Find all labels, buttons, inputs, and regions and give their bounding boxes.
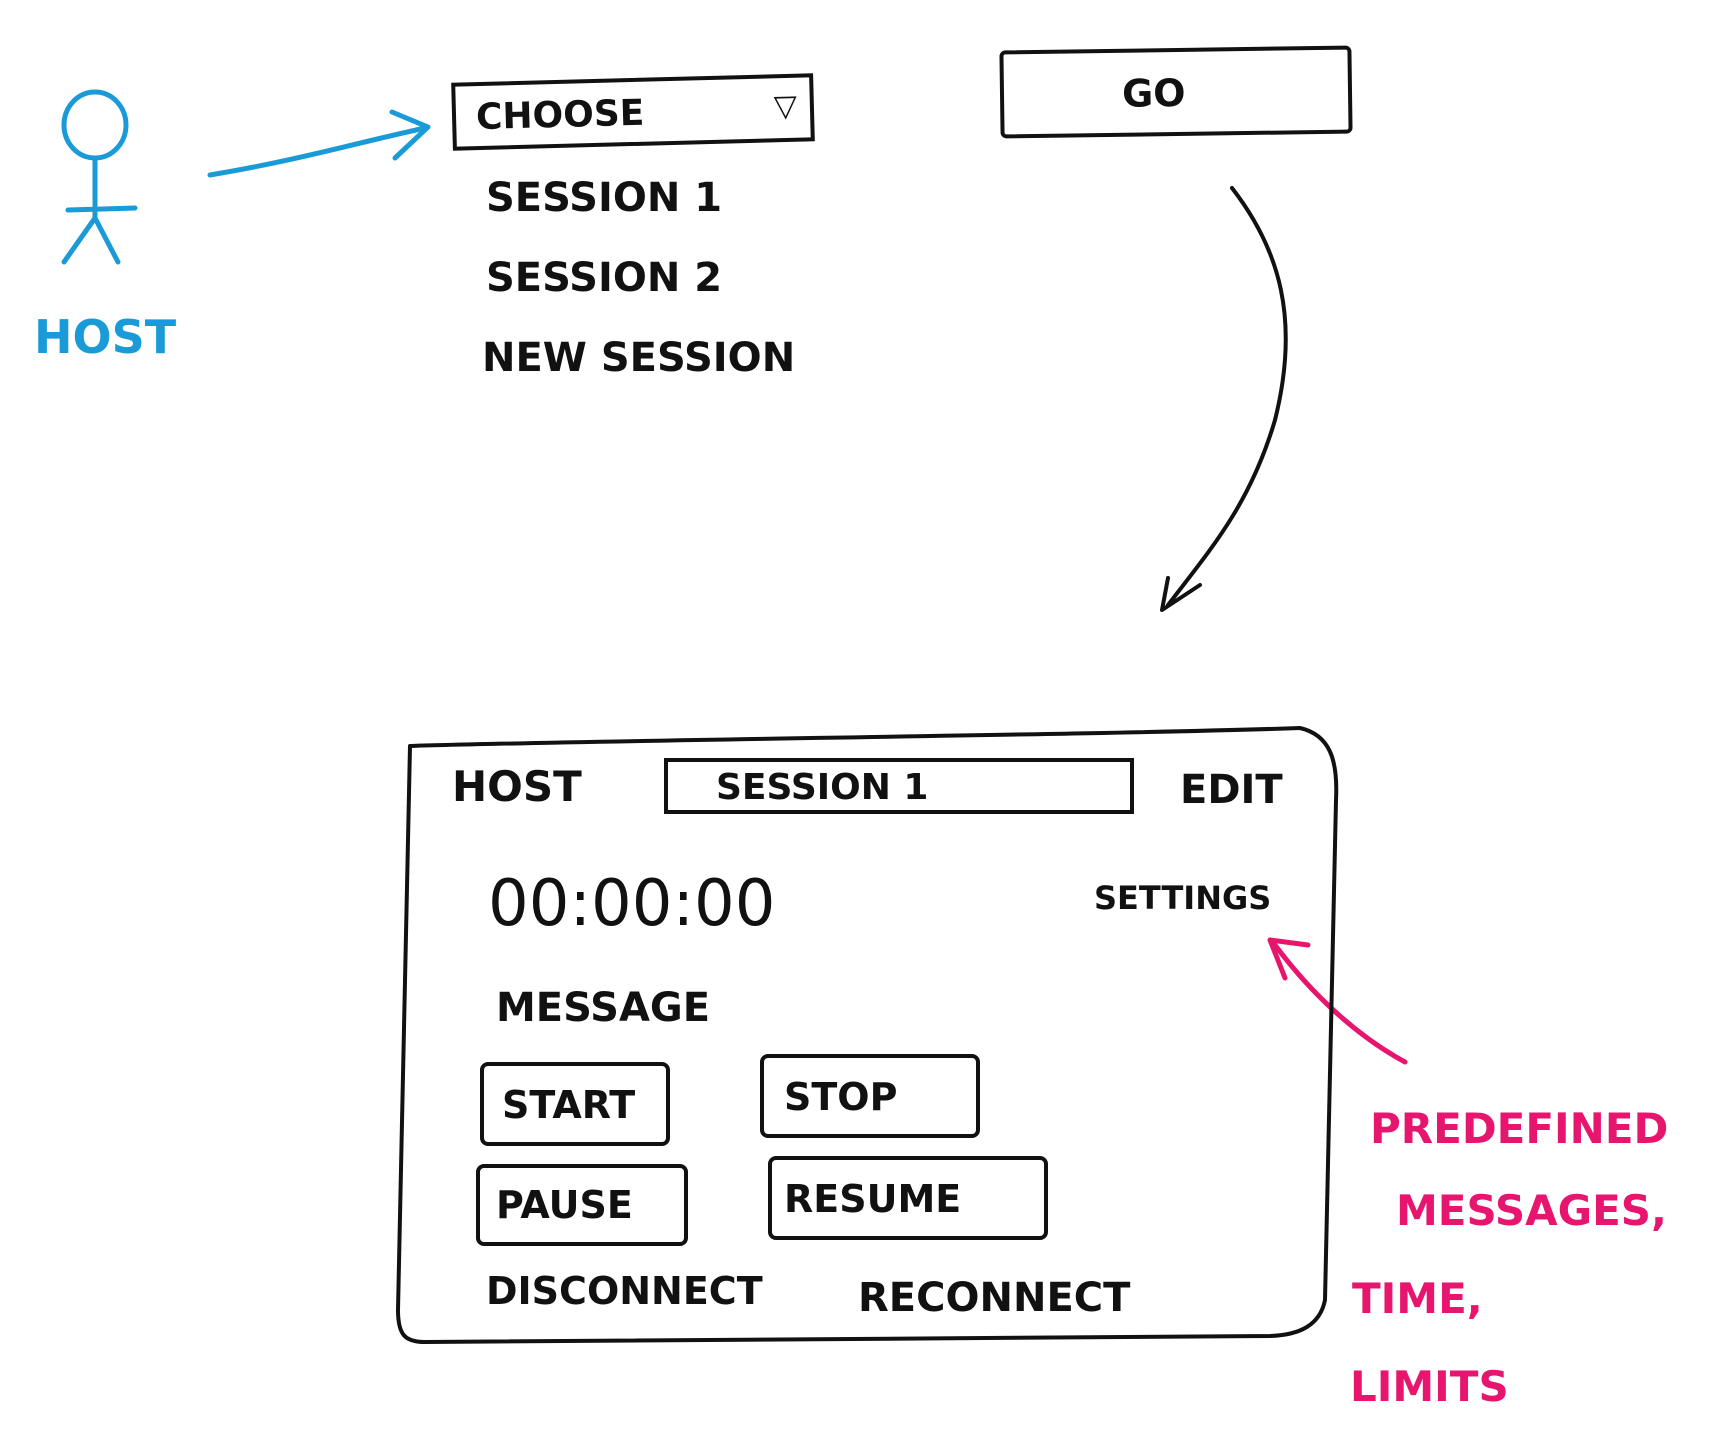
go-button[interactable]: GO [999,45,1353,139]
annotation-line: LIMITS [1350,1362,1509,1411]
edit-button[interactable]: EDIT [1180,767,1283,813]
stick-figure-icon [61,89,138,265]
timer-display: 00:00:00 [488,867,776,941]
start-button[interactable]: START [480,1062,670,1146]
actor-arrow [207,109,431,178]
triangle-down-icon: ▽ [773,88,798,125]
stop-button[interactable]: STOP [760,1054,980,1138]
session-option[interactable]: SESSION 1 [486,175,723,221]
pause-button[interactable]: PAUSE [476,1164,688,1246]
resume-button[interactable]: RESUME [768,1156,1048,1240]
pause-label: PAUSE [496,1183,633,1227]
dropdown-label: CHOOSE [475,92,645,139]
actor-label: HOST [34,310,177,364]
resume-label: RESUME [784,1177,962,1221]
host-title: HOST [452,762,582,811]
session-dropdown[interactable]: CHOOSE ▽ [451,73,815,151]
session-option[interactable]: NEW SESSION [482,335,796,381]
annotation-line: PREDEFINED [1370,1104,1669,1153]
host-screen-frame [396,726,1339,1344]
flow-arrow [1160,186,1288,612]
session-field[interactable]: SESSION 1 [664,758,1134,814]
reconnect-button[interactable]: RECONNECT [858,1275,1131,1321]
go-label: GO [1121,70,1186,116]
annotation-line: TIME, [1352,1274,1483,1323]
message-label: MESSAGE [496,985,711,1031]
settings-button[interactable]: SETTINGS [1094,879,1272,917]
start-label: START [502,1083,636,1127]
session-option[interactable]: SESSION 2 [486,255,723,301]
disconnect-button[interactable]: DISCONNECT [486,1269,763,1313]
session-field-value: SESSION 1 [716,767,929,808]
annotation-line: MESSAGES, [1396,1186,1667,1235]
annotation-arrow [1267,937,1408,1065]
stop-label: STOP [784,1075,898,1119]
